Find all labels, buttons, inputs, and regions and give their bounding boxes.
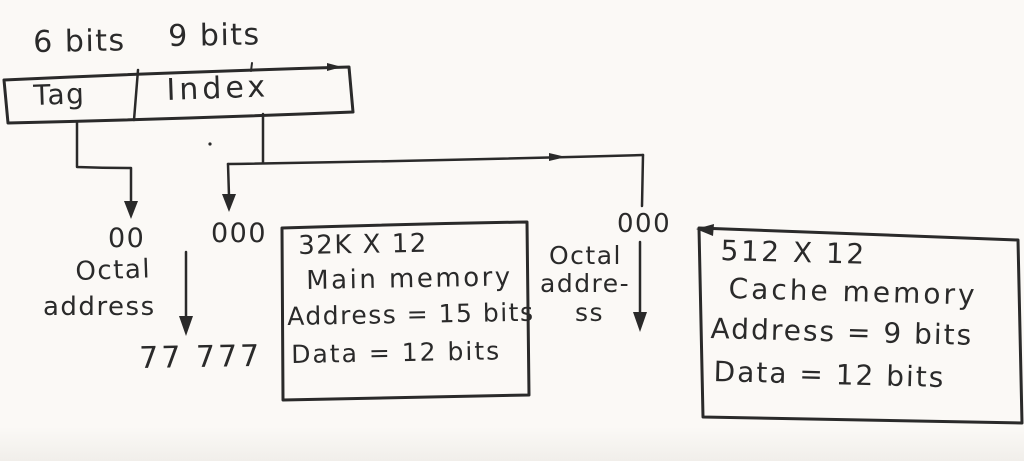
left-octal-end: 77 777	[138, 338, 263, 376]
index-bits-label: 9 bits	[167, 17, 261, 54]
cache-box-corner-arrowhead	[696, 224, 714, 236]
index-right-down-line	[640, 153, 645, 208]
address-box-outline	[2, 65, 355, 125]
tag-bits-label: 6 bits	[32, 23, 126, 60]
right-octal-start: 000	[617, 209, 672, 239]
left-octal-label-line1: Octal	[74, 254, 152, 287]
index-left-down-line	[226, 162, 231, 198]
cache-memory-box-outline	[697, 226, 1024, 425]
index-field-label: Index	[165, 69, 270, 108]
cache-memory-data-line: Data = 12 bits	[713, 355, 946, 395]
index-left-arrowhead	[222, 194, 236, 212]
cache-memory-address-line: Address = 9 bits	[710, 312, 974, 352]
cache-memory-size: 512 X 12	[720, 234, 868, 271]
right-octal-label-line3: ss	[575, 298, 605, 327]
left-octal-start: 00	[108, 223, 146, 254]
index-long-line	[226, 153, 645, 166]
tag-drop-line	[75, 121, 133, 205]
address-box-divider	[132, 68, 140, 122]
right-octal-label-line2: addre-	[540, 269, 631, 298]
main-memory-name: Main memory	[305, 262, 513, 296]
tag-arrowhead	[124, 201, 138, 219]
cache-memory-name: Cache memory	[728, 272, 978, 312]
right-octal-range-arrowhead	[633, 312, 647, 332]
index-midline-arrowhead	[549, 153, 566, 161]
left-octal-range-arrowhead	[179, 316, 193, 336]
main-memory-size: 32K X 12	[297, 228, 429, 261]
right-octal-label-line1: Octal	[549, 241, 622, 270]
index-octal-start: 000	[211, 218, 268, 249]
pen-dot	[208, 142, 212, 146]
bit-measure-tick	[250, 62, 253, 72]
tag-field-label: Tag	[32, 77, 86, 112]
main-memory-box-outline	[280, 220, 531, 402]
main-memory-data-line: Data = 12 bits	[290, 336, 502, 369]
left-octal-label-line2: address	[43, 292, 156, 322]
address-box-corner-arrowhead	[327, 63, 342, 71]
main-memory-address-line: Address = 15 bits	[286, 297, 535, 331]
